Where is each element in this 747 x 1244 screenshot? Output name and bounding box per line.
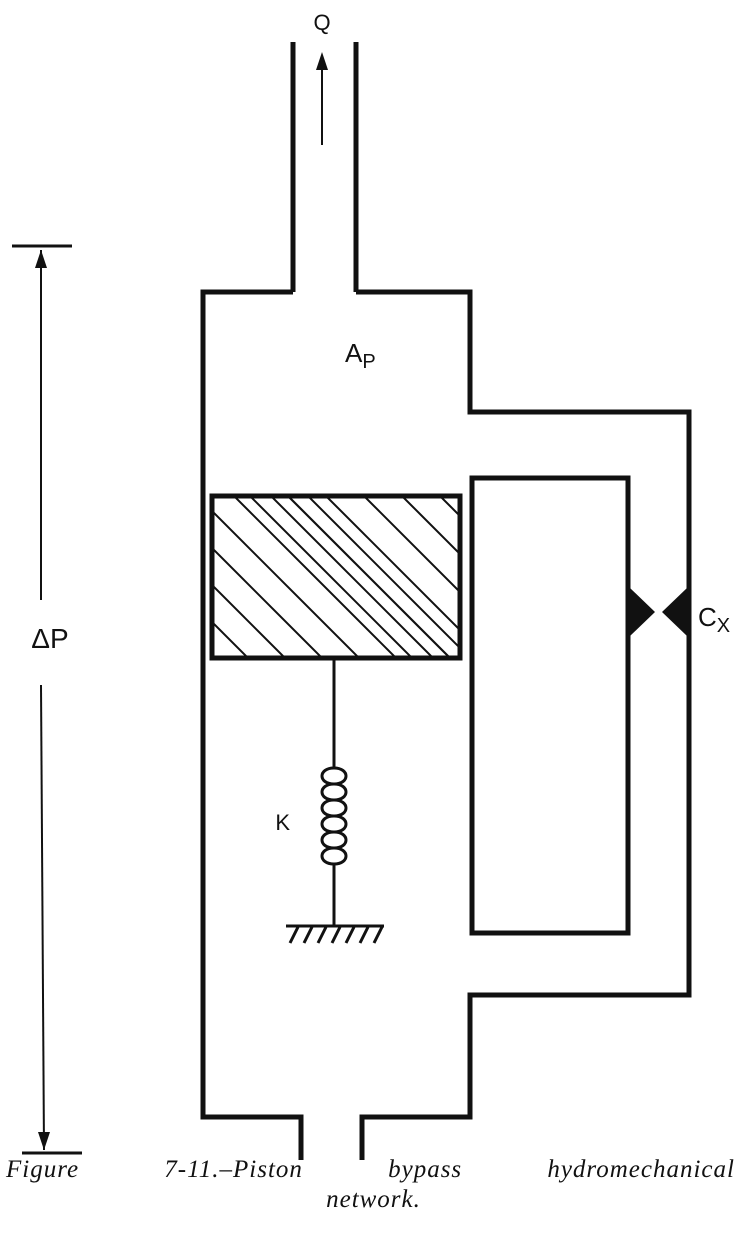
spring [320,658,348,925]
spring-label: K [275,810,290,835]
piston-area-label: AP [345,338,376,373]
flow-arrow [316,52,328,145]
figure-caption: Figure 7-11.–Piston bypass hydromechanic… [0,1156,747,1214]
caption-word: hydromechanical [547,1156,735,1183]
caption-word: Figure [6,1156,80,1183]
caption-line-2: network. [326,1186,421,1213]
orifice-label: CX [698,602,730,637]
flow-label: Q [313,10,330,35]
pressure-drop-dimension [12,244,82,1155]
caption-word: bypass [388,1156,463,1183]
pressure-drop-label: ΔP [31,623,68,654]
outlet-pipe [290,42,359,292]
ground [286,924,384,944]
bypass-block [469,475,631,936]
caption-word: 7-11.–Piston [164,1156,303,1183]
cylinder-housing [200,289,692,1160]
piston [209,493,463,661]
piston-bypass-diagram: Q CX AP [12,10,730,1160]
orifice [630,588,687,636]
